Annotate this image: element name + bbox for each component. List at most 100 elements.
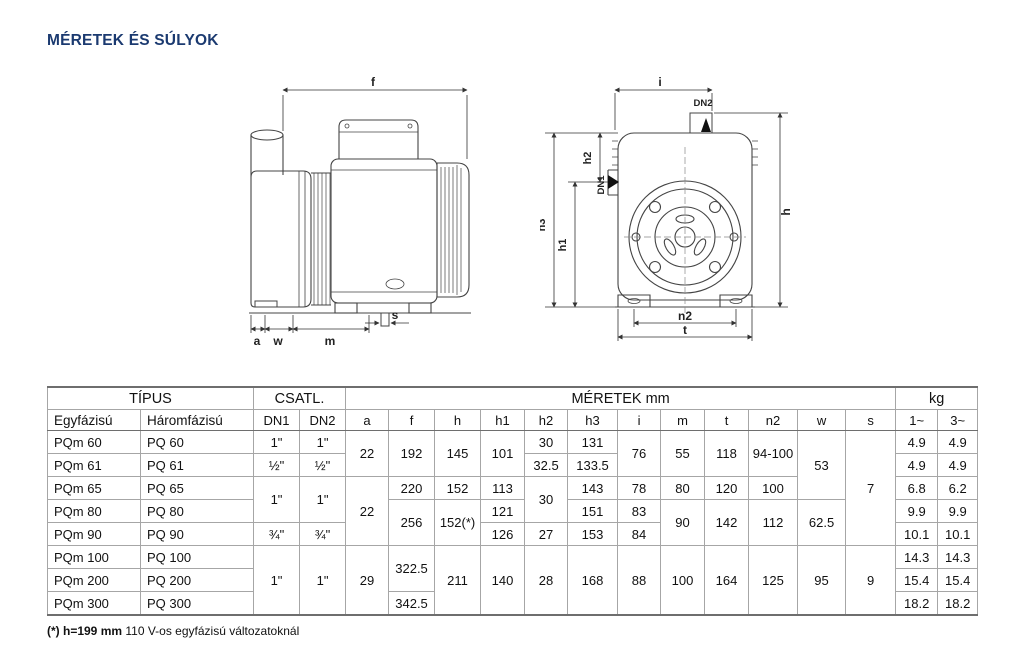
dim-cell-h2: 32.5 (524, 453, 569, 477)
dim-cell-h: 211 (434, 545, 482, 616)
motor-foot-front (334, 302, 358, 314)
weight-3ph-cell: 15.4 (937, 568, 979, 592)
weight-3ph-cell: 9.9 (937, 499, 979, 523)
dim-label-t: t (683, 323, 687, 337)
weight-3ph-cell: 10.1 (937, 522, 979, 546)
weight-3ph-cell: 6.2 (937, 476, 979, 500)
dim-cell-s: 9 (845, 545, 897, 616)
dim-cell-h1: 101 (480, 430, 526, 477)
inlet-port (250, 129, 284, 141)
center-lines (624, 147, 746, 313)
dim-cell-n2: 125 (748, 545, 799, 616)
header-kg-1ph: 1~ (895, 409, 939, 431)
pump-name-single: PQm 61 (47, 453, 141, 477)
header-dim-m: m (660, 409, 706, 431)
dim-label-f: f (371, 75, 376, 89)
footnote: (*) h=199 mm 110 V-os egyfázisú változat… (47, 624, 299, 638)
dim-cell-h: 152 (434, 476, 482, 500)
dim-cell-n2: 100 (748, 476, 799, 500)
header-dim-t: t (704, 409, 750, 431)
dim-cell-s: 7 (845, 430, 897, 546)
pump-name-three: PQ 90 (139, 522, 255, 546)
header-dn2: DN2 (299, 409, 347, 431)
dim-label-w: w (272, 334, 283, 348)
foot-right (719, 294, 753, 308)
dim-cell-w: 95 (797, 545, 847, 616)
pump-name-three: PQ 65 (139, 476, 255, 500)
header-kg: kg (895, 386, 979, 410)
pump-name-single: PQm 200 (47, 568, 141, 592)
dn1-cell: 1" (253, 545, 301, 616)
dn1-cell: 1" (253, 430, 301, 454)
dim-cell-w: 62.5 (797, 499, 847, 546)
page-title: MÉRETEK ÉS SÚLYOK (47, 32, 219, 49)
table-row: PQm 90 PQ 90 ¾" ¾" 126 27 153 84 10.1 10… (47, 522, 979, 546)
brand-logo-mark (385, 278, 405, 290)
dim-cell-a: 29 (345, 545, 390, 616)
dim-cell-t: 118 (704, 430, 750, 477)
header-dim-h3: h3 (567, 409, 619, 431)
dn2-cell: 1" (299, 476, 347, 523)
flow-arrow-right-icon (608, 175, 619, 189)
dim-cell-m: 80 (660, 476, 706, 500)
weight-3ph-cell: 4.9 (937, 453, 979, 477)
side-view-dimensions (250, 87, 468, 333)
dn2-cell: ½" (299, 453, 347, 477)
dim-cell-h2: 30 (524, 476, 569, 523)
dim-cell-f: 192 (388, 430, 436, 477)
pump-name-three: PQ 100 (139, 545, 255, 569)
dim-cell-h3: 168 (567, 545, 619, 616)
dim-label-dn1: DN1 (596, 175, 607, 195)
weight-3ph-cell: 14.3 (937, 545, 979, 569)
dim-cell-f: 322.5 (388, 545, 436, 592)
dim-label-n2: n2 (678, 309, 692, 323)
drain-stub (380, 312, 390, 327)
header-dim-h2: h2 (524, 409, 569, 431)
table-row: PQm 100 PQ 100 1" 1" 29 322.5 211 140 28… (47, 545, 979, 616)
dn1-cell: 1" (253, 476, 301, 523)
dim-cell-n2: 112 (748, 499, 799, 546)
motor-foot-rear (408, 302, 432, 314)
header-dim-h: h (434, 409, 482, 431)
header-kg-3ph: 3~ (937, 409, 979, 431)
pump-name-single: PQm 65 (47, 476, 141, 500)
pump-name-three: PQ 80 (139, 499, 255, 523)
dim-cell-t: 164 (704, 545, 750, 616)
pump-casing (250, 170, 312, 308)
dim-cell-i: 78 (617, 476, 662, 500)
pump-name-three: PQ 61 (139, 453, 255, 477)
dim-cell-h3: 153 (567, 522, 619, 546)
dim-cell-h3: 151 (567, 499, 619, 523)
dim-label-a: a (254, 334, 261, 348)
dim-cell-i: 88 (617, 545, 662, 616)
dim-label-h3: h3 (540, 219, 548, 232)
weight-3ph-cell: 4.9 (937, 430, 979, 454)
header-csatl: CSATL. (253, 386, 347, 410)
foot-left (617, 294, 651, 308)
pump-front-body (607, 112, 758, 308)
dim-label-dn2: DN2 (693, 98, 712, 109)
pump-name-three: PQ 60 (139, 430, 255, 454)
table-row: PQm 200 PQ 200 15.4 15.4 (47, 568, 979, 592)
weight-1ph-cell: 18.2 (895, 591, 939, 616)
pump-side-body (249, 119, 471, 327)
dim-cell-w: 53 (797, 430, 847, 500)
header-dim-i: i (617, 409, 662, 431)
weight-3ph-cell: 18.2 (937, 591, 979, 616)
bolt-hole (648, 260, 662, 274)
pump-side-view-drawing: f a w m s (249, 75, 471, 348)
header-meretek: MÉRETEK mm (345, 386, 897, 410)
dim-cell-h2: 30 (524, 430, 569, 454)
header-dim-w: w (797, 409, 847, 431)
header-egyfazisu: Egyfázisú (47, 409, 141, 431)
bolt-hole (708, 260, 722, 274)
table-row: PQm 80 PQ 80 256 152(*) 121 151 83 90 14… (47, 499, 979, 546)
dim-cell-h: 152(*) (434, 499, 482, 546)
dim-cell-h3: 133.5 (567, 453, 619, 477)
table-row: PQm 60 PQ 60 1" 1" 22 192 145 101 30 131… (47, 430, 979, 546)
table-header-columns: Egyfázisú Háromfázisú DN1 DN2 a f h h1 h… (47, 409, 979, 431)
flow-arrow-up-icon (701, 118, 711, 132)
dim-cell-h1: 121 (480, 499, 526, 523)
pump-front-view-drawing: i DN2 h2 DN1 h1 h3 h n2 t (540, 75, 793, 341)
dim-label-i: i (658, 75, 661, 89)
